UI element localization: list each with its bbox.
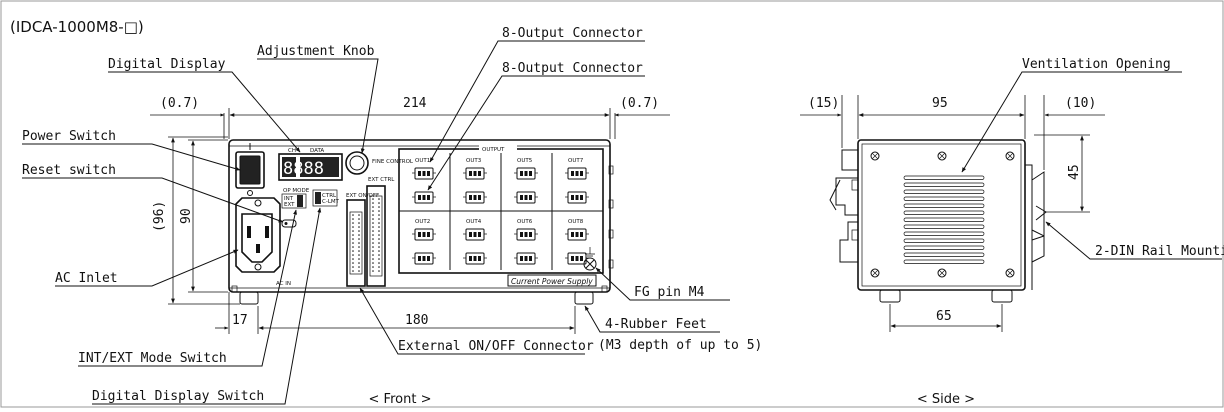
callout-display-switch: Digital Display Switch xyxy=(92,389,264,404)
callout-output-connector-2: 8-Output Connector xyxy=(502,61,643,76)
output-connector xyxy=(412,167,436,180)
callout-din-bracket: 2-DIN Rail Mounting Bracke xyxy=(1095,244,1224,259)
output-connector xyxy=(514,228,538,241)
output-label: OUT6 xyxy=(517,219,533,225)
dim-right-margin: (0.7) xyxy=(620,96,659,111)
dim-side-depth: 95 xyxy=(932,96,948,111)
rubber-foot-left xyxy=(239,291,259,305)
output-label: OUT7 xyxy=(568,158,584,164)
output-connector xyxy=(514,167,538,180)
front-view: AC IN OP MODE INT EXT CTRL C-LMT CH DATA… xyxy=(22,26,762,407)
adjustment-knob xyxy=(345,151,369,175)
output-connector xyxy=(514,252,538,265)
mode-switch-toggle xyxy=(297,195,303,207)
op-mode-label: OP MODE xyxy=(283,188,310,194)
ac-in-label: AC IN xyxy=(276,281,291,287)
fg-pin xyxy=(583,257,597,271)
dim-side-right: (10) xyxy=(1065,96,1096,111)
ventilation-grille xyxy=(903,175,985,264)
dim-foot-pitch: 180 xyxy=(405,313,428,328)
dim-height: 90 xyxy=(179,208,194,224)
callout-rubber-feet-note: (M3 depth of up to 5) xyxy=(598,338,762,353)
callout-ventilation: Ventilation Opening xyxy=(1022,57,1171,72)
callout-output-connector-1: 8-Output Connector xyxy=(502,26,643,41)
brand-label: Current Power Supply xyxy=(511,277,593,286)
dim-bracket-height: 45 xyxy=(1067,164,1082,180)
dim-overall-height: (96) xyxy=(152,201,167,232)
dim-left-margin: (0.7) xyxy=(160,96,199,111)
callout-mode-switch: INT/EXT Mode Switch xyxy=(78,351,227,366)
svg-text:CH: CH xyxy=(288,148,296,154)
output-connector xyxy=(565,228,589,241)
svg-text:EXT CTRL: EXT CTRL xyxy=(368,177,395,183)
svg-text:DATA: DATA xyxy=(310,148,324,154)
dim-side-foot-pitch: 65 xyxy=(936,309,952,324)
side-view-label: < Side > xyxy=(917,392,975,407)
output-connector xyxy=(412,191,436,204)
ext-on-off-connector xyxy=(346,199,366,287)
output-connector xyxy=(412,252,436,265)
output-label: OUT3 xyxy=(466,158,482,164)
din-bracket xyxy=(1025,164,1033,290)
output-connector xyxy=(514,191,538,204)
digital-display xyxy=(278,153,343,181)
output-label: OUT2 xyxy=(415,219,430,225)
callout-power-switch: Power Switch xyxy=(22,129,116,144)
output-connector xyxy=(565,167,589,180)
output-connector xyxy=(463,167,487,180)
dim-side-left: (15) xyxy=(808,96,839,111)
output-label: OUT5 xyxy=(517,158,533,164)
reset-switch xyxy=(281,219,297,228)
output-label: OUT8 xyxy=(568,219,584,225)
callout-rubber-feet: 4-Rubber Feet xyxy=(605,317,707,332)
output-connector xyxy=(463,252,487,265)
callout-adjustment-knob: Adjustment Knob xyxy=(257,44,375,59)
svg-text:EXT ON/OFF: EXT ON/OFF xyxy=(346,193,379,199)
output-label: OUT1 xyxy=(415,158,430,164)
ext-ctrl-connector xyxy=(366,185,386,287)
output-header: OUTPUT xyxy=(482,147,505,153)
display-switch xyxy=(312,189,338,207)
callout-ext-connector: External ON/OFF Connector xyxy=(398,339,594,354)
side-view: (15) 95 (10) 45 65 Ventilation Opening 2… xyxy=(800,57,1224,407)
model-title: (IDCA-1000M8-□) xyxy=(10,18,144,36)
svg-text:FINE CONTROL: FINE CONTROL xyxy=(372,159,414,165)
rubber-foot-right xyxy=(574,291,594,305)
svg-text:C-LMT: C-LMT xyxy=(322,199,340,205)
output-label: OUT4 xyxy=(466,219,482,225)
callout-fg-pin: FG pin M4 xyxy=(634,285,705,300)
callout-reset-switch: Reset switch xyxy=(22,163,116,178)
callout-ac-inlet: AC Inlet xyxy=(55,271,118,286)
output-connector xyxy=(565,252,589,265)
callout-digital-display: Digital Display xyxy=(108,57,226,72)
svg-text:CTRL: CTRL xyxy=(322,193,337,199)
output-connector xyxy=(565,191,589,204)
front-view-label: < Front > xyxy=(369,392,432,407)
ac-inlet xyxy=(235,197,281,273)
display-digits: 8888 xyxy=(283,159,324,179)
side-housing xyxy=(857,139,1026,291)
output-connector xyxy=(463,228,487,241)
dim-foot-offset: 17 xyxy=(232,313,248,328)
dim-width: 214 xyxy=(403,96,427,111)
output-connector xyxy=(463,191,487,204)
svg-text:EXT: EXT xyxy=(284,202,295,208)
front-housing xyxy=(228,139,611,293)
svg-text:INT: INT xyxy=(284,196,294,202)
output-connector xyxy=(412,228,436,241)
